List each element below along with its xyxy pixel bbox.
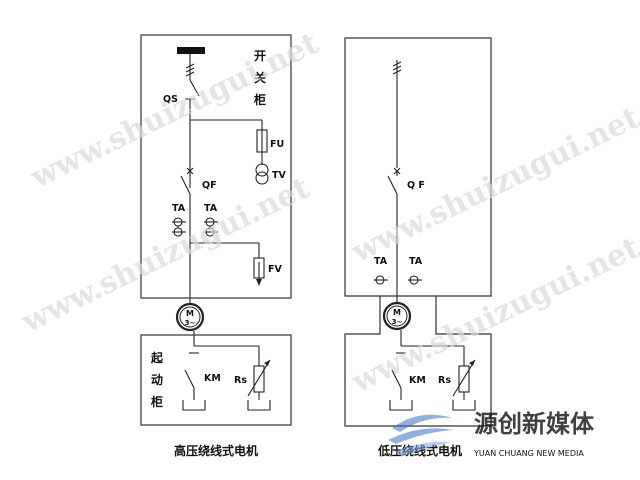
fu-label: FU xyxy=(270,139,284,150)
qs-disconnector xyxy=(189,79,200,97)
rs-ground xyxy=(247,400,271,411)
right-rs-ground xyxy=(452,400,476,411)
switchgear-label-3: 柜 xyxy=(253,92,266,107)
km-contactor xyxy=(184,369,195,389)
right-diagram: Q F TA TA M 3~ KM Rs 低压绕线式电机 xyxy=(344,37,492,458)
right-km-label: KM xyxy=(409,375,426,386)
ta1-icon xyxy=(172,217,186,237)
left-motor-icon: M 3~ xyxy=(175,302,205,332)
ta2-label: TA xyxy=(204,203,218,214)
left-busbar xyxy=(177,47,205,54)
tv-transformer-icon xyxy=(255,163,269,177)
left-diagram: QS 开 关 柜 FU TV QF TA TA xyxy=(140,34,292,458)
right-km-ground xyxy=(389,400,413,411)
right-km-contactor xyxy=(391,369,402,389)
left-motor-m: M xyxy=(186,309,194,318)
left-starter-box xyxy=(140,334,292,426)
qf-breaker xyxy=(180,175,191,195)
fv-label: FV xyxy=(268,264,282,275)
qf-label: QF xyxy=(202,180,217,191)
right-ta1-label: TA xyxy=(374,256,388,267)
logo-name: 源创新媒体 xyxy=(474,410,595,438)
km-ground xyxy=(182,400,206,411)
right-motor-icon: M 3~ xyxy=(382,301,412,331)
right-motor-m: M xyxy=(393,308,401,317)
brand-logo: 源创新媒体 YUAN CHUANG NEW MEDIA xyxy=(388,410,595,458)
right-qf-breaker xyxy=(387,175,398,195)
left-caption: 高压绕线式电机 xyxy=(174,443,258,458)
starter-label-3: 柜 xyxy=(150,394,163,409)
starter-label-1: 起 xyxy=(150,350,164,365)
left-switchgear-box xyxy=(140,34,292,299)
km-label: KM xyxy=(204,373,221,384)
right-ta2-icon xyxy=(408,275,422,285)
watermark-text: www.shuizugui.net xyxy=(16,170,316,340)
right-rs-label: Rs xyxy=(438,375,451,386)
switchgear-label-2: 关 xyxy=(254,70,266,85)
logo-sub: YUAN CHUANG NEW MEDIA xyxy=(473,449,584,458)
switchgear-label-1: 开 xyxy=(254,49,266,63)
watermarks: www.shuizugui.net www.shuizugui.net www.… xyxy=(16,26,640,400)
watermark-text: www.shuizugui.net xyxy=(346,100,640,270)
right-qf-label: Q F xyxy=(407,180,425,191)
ta2-icon xyxy=(204,217,218,237)
right-motor-phase: 3~ xyxy=(392,318,403,326)
right-ta1-icon xyxy=(374,275,388,285)
ta1-label: TA xyxy=(172,203,186,214)
starter-label-2: 动 xyxy=(151,373,163,387)
qs-label: QS xyxy=(163,94,178,105)
tv-label: TV xyxy=(272,170,286,181)
right-ta2-label: TA xyxy=(409,256,423,267)
left-motor-phase: 3~ xyxy=(185,319,196,327)
rs-label: Rs xyxy=(234,375,247,386)
